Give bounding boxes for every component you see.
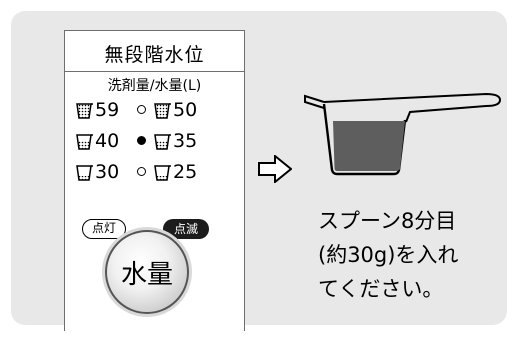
detergent-cup-half-icon — [76, 134, 93, 150]
panel-subtitle: 洗剤量/水量(L) — [107, 78, 202, 94]
legend-light-badge: 点灯 — [82, 219, 126, 239]
level-value-50: 50 — [173, 99, 198, 121]
instruction-line-2: (約30g)を入れ — [318, 243, 459, 267]
water-level-control-panel: 無段階水位 洗剤量/水量(L) 59 50 40 35 — [64, 30, 245, 331]
water-level-row-30-25: 30 25 — [75, 161, 240, 185]
level-value-40: 40 — [95, 130, 120, 152]
water-level-button-label: 水量 — [120, 259, 173, 290]
indicator-off — [137, 167, 146, 176]
measuring-scoop-icon — [304, 92, 502, 176]
water-level-row-59-50: 59 50 — [75, 99, 240, 123]
level-value-59: 59 — [95, 99, 120, 121]
water-level-row-40-35: 40 35 — [75, 130, 240, 154]
panel-title: 無段階水位 — [104, 44, 205, 66]
detergent-cup-low-icon — [154, 165, 171, 181]
detergent-cup-full-icon — [76, 103, 93, 119]
indicator-on — [137, 136, 146, 145]
detergent-cup-half-icon — [154, 134, 171, 150]
instruction-line-1: スプーン8分目 — [318, 209, 457, 233]
legend-blink-badge: 点滅 — [163, 219, 209, 239]
water-level-button[interactable]: 水量 — [105, 230, 189, 314]
detergent-cup-low-icon — [76, 165, 93, 181]
instruction-line-3: てください。 — [318, 277, 444, 301]
level-value-35: 35 — [173, 130, 198, 152]
level-value-30: 30 — [95, 161, 120, 183]
title-divider — [65, 71, 244, 72]
detergent-cup-full-icon — [154, 103, 171, 119]
indicator-off — [137, 105, 146, 114]
arrow-right-icon — [258, 155, 292, 183]
level-value-25: 25 — [173, 161, 198, 183]
